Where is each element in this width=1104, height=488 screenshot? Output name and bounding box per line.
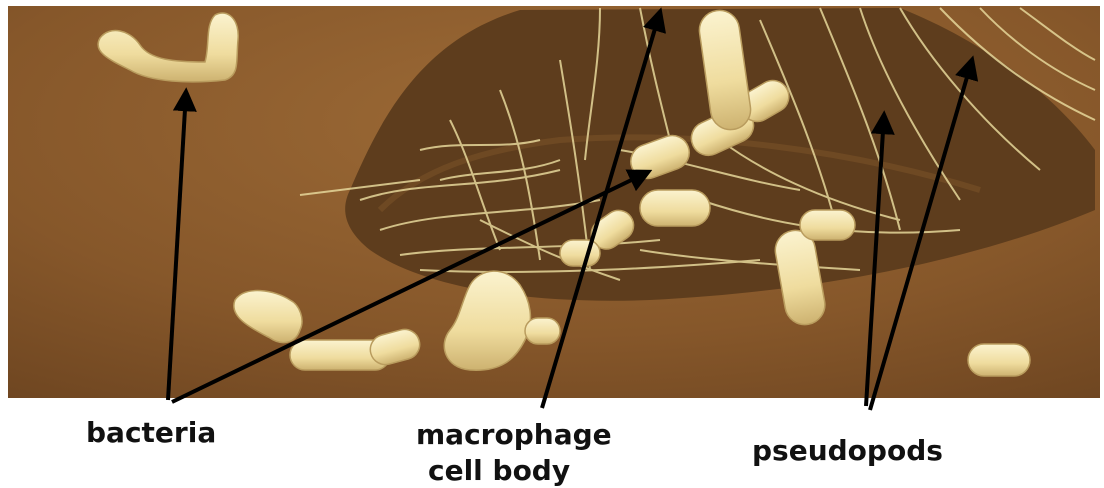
label-pseudopods: pseudopods: [752, 434, 943, 467]
label-macrophage-line2: cell body: [428, 454, 570, 487]
bacterium: [560, 240, 600, 266]
bacterium: [968, 344, 1030, 376]
bacterium: [640, 190, 710, 226]
micrograph-image: [8, 6, 1100, 410]
bacterium: [800, 210, 855, 240]
bacterium: [525, 318, 560, 344]
label-macrophage-line1: macrophage: [416, 418, 612, 451]
label-bacteria: bacteria: [86, 416, 216, 449]
